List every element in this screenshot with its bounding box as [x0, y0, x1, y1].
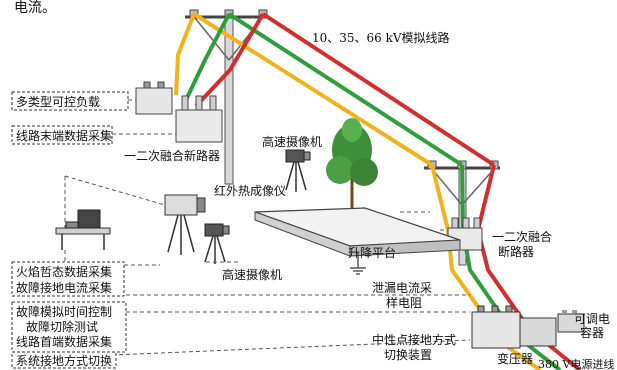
neutral-device-label-1: 中性点接地方式 — [372, 332, 456, 347]
box-grounding-switch: 系统接地方式切换 — [11, 351, 117, 369]
ground-symbol — [350, 252, 366, 275]
high-speed-camera-bottom — [204, 223, 230, 264]
top-cutoff-text: 电流。 — [14, 0, 56, 16]
control-computer — [55, 209, 111, 250]
transformer — [519, 317, 557, 347]
box-line-end-collect-text: 线路末端数据采集 — [16, 128, 112, 143]
box-fire-collect-text: 火焰哲态数据采集 — [16, 264, 112, 279]
box-fault-current-collect-text: 故障接地电流采集 — [16, 280, 112, 295]
lift-platform — [254, 207, 461, 257]
high-speed-camera-bottom-label: 高速摄像机 — [222, 267, 282, 282]
box-fault-clear-test-text: 故障切除测试 — [26, 319, 98, 334]
high-speed-camera-top — [285, 149, 311, 192]
box-fault-test: 故障模拟时间控制 故障切除测试 线路首端数据采集 — [11, 301, 127, 353]
box-loads: 多类型可控负载 — [11, 91, 129, 111]
power-in-label: 380 V电源进线 — [538, 357, 614, 370]
transformer-label: 变压器 — [497, 351, 533, 366]
breaker-right-label-2: 断路器 — [498, 244, 534, 259]
infrared-camera — [164, 194, 206, 255]
overhead-line-green — [184, 12, 562, 370]
lift-platform-label: 升降平台 — [348, 245, 396, 260]
recloser-left-device — [175, 95, 223, 143]
high-speed-camera-top-label: 高速摄像机 — [262, 134, 322, 149]
box-fire-fault-collect: 火焰哲态数据采集 故障接地电流采集 — [11, 261, 125, 297]
box-line-head-collect-text: 线路首端数据采集 — [16, 334, 112, 349]
leakage-resistor-label-1: 泄漏电流采 — [372, 281, 432, 295]
neutral-device-label-2: 切换装置 — [384, 348, 432, 362]
line-voltage-label: 10、35、66 kV模拟线路 — [312, 30, 450, 45]
capacitor-label-1: 可调电 — [574, 312, 610, 326]
controllable-load-device — [135, 81, 173, 115]
box-fault-time-control-text: 故障模拟时间控制 — [16, 304, 112, 319]
recloser-left-label: 一二次融合新路器 — [124, 148, 220, 163]
infrared-camera-label: 红外热成像仪 — [214, 183, 286, 198]
box-line-end-collect: 线路末端数据采集 — [11, 125, 113, 145]
overhead-line-yellow — [174, 12, 542, 370]
tree — [326, 118, 378, 210]
box-grounding-switch-text: 系统接地方式切换 — [16, 353, 112, 368]
box-loads-text: 多类型可控负载 — [16, 95, 100, 109]
capacitor-label-2: 容器 — [580, 325, 604, 340]
breaker-right-label-1: 一二次融合 — [492, 229, 552, 244]
leakage-resistor-label-2: 样电阻 — [386, 295, 422, 310]
neutral-grounding-device — [471, 305, 521, 349]
adjustable-capacitor — [557, 310, 585, 333]
